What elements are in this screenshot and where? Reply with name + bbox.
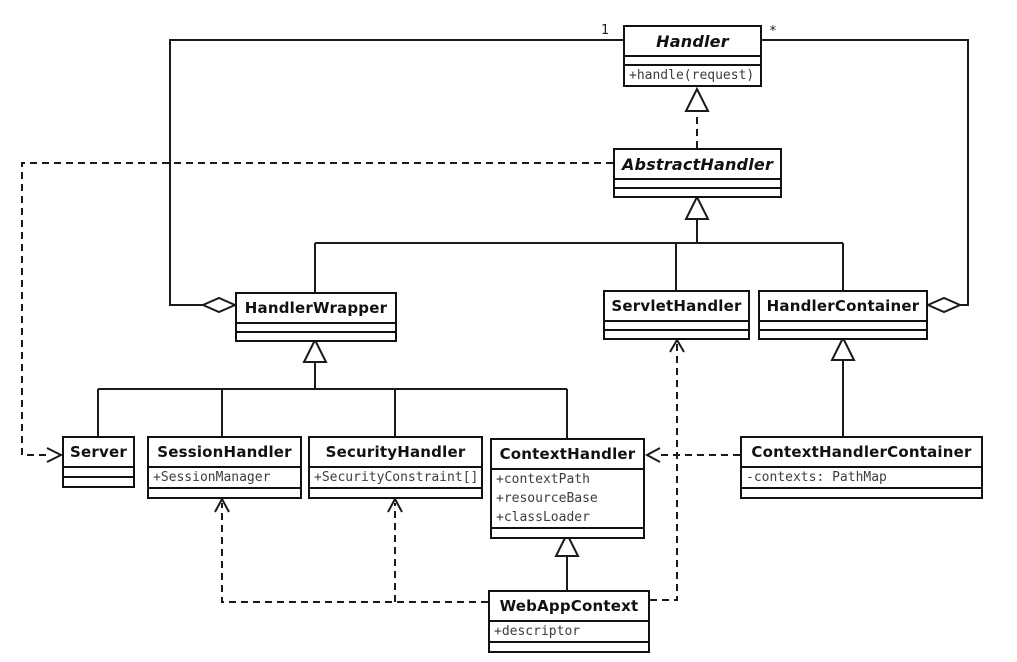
- methods-compartment-empty: [615, 187, 780, 196]
- attributes-compartment-empty: [64, 466, 133, 476]
- attributes-compartment: -contexts: PathMap: [742, 466, 981, 487]
- class-title: Server: [70, 443, 127, 461]
- hollow-triangle-icon: [302, 337, 328, 363]
- attributes-compartment: +descriptor: [490, 620, 648, 641]
- hollow-triangle-icon: [684, 86, 710, 112]
- class-title: AbstractHandler: [621, 154, 774, 174]
- dependency-webappcontext-securityhandler: [387, 496, 403, 602]
- realization-abstracthandler-handler: [684, 86, 710, 148]
- attribute: +descriptor: [494, 624, 581, 639]
- generalization-webappcontext-contexthandler: [554, 531, 580, 590]
- multiplicity-label-1: 1: [601, 23, 609, 38]
- class-title: HandlerWrapper: [244, 299, 388, 317]
- methods-compartment-empty: [492, 527, 643, 537]
- generalization-tree-abstracthandler: [314, 194, 844, 292]
- aggregation-handlerwrapper-handler: [169, 39, 623, 314]
- open-arrowhead-icon: [669, 338, 685, 353]
- attributes-compartment: +SecurityConstraint[]: [310, 466, 481, 487]
- attributes-compartment-empty: [625, 55, 760, 64]
- class-webappcontext: WebAppContext +descriptor: [488, 590, 650, 653]
- open-arrowhead-icon: [644, 447, 661, 463]
- open-arrowhead-icon: [214, 496, 230, 513]
- class-servlethandler: ServletHandler: [603, 290, 750, 340]
- aggregation-handlercontainer-handler: [762, 39, 969, 314]
- methods-compartment-empty: [490, 641, 648, 651]
- attributes-compartment-empty: [760, 320, 926, 329]
- attributes-compartment-empty: [237, 322, 395, 331]
- class-handlerwrapper: HandlerWrapper: [235, 292, 397, 342]
- methods-compartment-empty: [64, 476, 133, 486]
- methods-compartment-empty: [742, 487, 981, 497]
- class-handler: Handler +handle(request): [623, 25, 762, 87]
- dependency-contexthandlercontainer-contexthandler: [644, 447, 740, 463]
- attributes-compartment: +SessionManager: [149, 466, 300, 487]
- class-title: ContextHandler: [499, 445, 636, 463]
- class-title: WebAppContext: [499, 597, 639, 615]
- attribute: +classLoader: [496, 510, 590, 525]
- open-arrowhead-icon: [387, 496, 403, 513]
- class-title: Handler: [656, 31, 729, 51]
- class-contexthandlercontainer: ContextHandlerContainer -contexts: PathM…: [740, 436, 983, 499]
- generalization-contexthandlercontainer-handlercontainer: [830, 335, 856, 436]
- multiplicity-label-star: *: [769, 24, 777, 39]
- class-title: ContextHandlerContainer: [751, 443, 972, 461]
- open-arrowhead-icon: [46, 447, 64, 463]
- attribute: -contexts: PathMap: [746, 470, 887, 485]
- hollow-triangle-icon: [830, 335, 856, 361]
- class-contexthandler: ContextHandler +contextPath +resourceBas…: [490, 438, 645, 539]
- class-title: SessionHandler: [157, 443, 292, 461]
- attributes-compartment-empty: [615, 178, 780, 187]
- hollow-triangle-icon: [684, 194, 710, 220]
- attribute: +contextPath: [496, 472, 590, 487]
- methods-compartment-empty: [605, 329, 748, 338]
- attributes-compartment-empty: [605, 320, 748, 329]
- methods-compartment-empty: [237, 331, 395, 340]
- attribute: +resourceBase: [496, 491, 598, 506]
- class-title: ServletHandler: [611, 297, 742, 315]
- methods-compartment: +handle(request): [625, 64, 760, 85]
- attribute: +SecurityConstraint[]: [314, 470, 479, 485]
- method: +handle(request): [629, 68, 755, 83]
- generalization-tree-handlerwrapper: [97, 337, 568, 438]
- class-abstracthandler: AbstractHandler: [613, 148, 782, 198]
- methods-compartment-empty: [149, 487, 300, 497]
- dependency-webappcontext-sessionhandler: [214, 496, 488, 603]
- attribute: +SessionManager: [153, 470, 271, 485]
- methods-compartment-empty: [310, 487, 481, 497]
- class-title: HandlerContainer: [766, 297, 920, 315]
- class-securityhandler: SecurityHandler +SecurityConstraint[]: [308, 436, 483, 499]
- class-title: SecurityHandler: [325, 443, 466, 461]
- class-sessionhandler: SessionHandler +SessionManager: [147, 436, 302, 499]
- aggregation-diamond: [925, 296, 963, 314]
- class-handlercontainer: HandlerContainer: [758, 290, 928, 340]
- dependency-abstracthandler-server: [21, 162, 613, 463]
- aggregation-diamond: [200, 296, 238, 314]
- attributes-compartment: +contextPath +resourceBase +classLoader: [492, 468, 643, 527]
- dependency-webappcontext-servlethandler: [650, 338, 685, 601]
- methods-compartment-empty: [760, 329, 926, 338]
- class-server: Server: [62, 436, 135, 488]
